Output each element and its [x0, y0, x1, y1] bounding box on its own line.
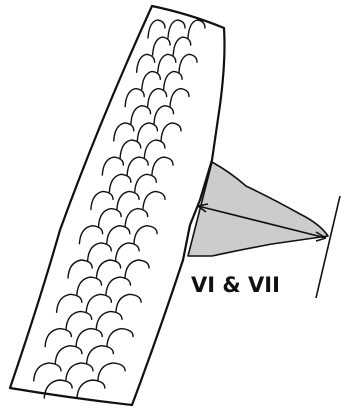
reference-line	[316, 196, 340, 298]
fin-label: VI & VII	[191, 273, 280, 297]
